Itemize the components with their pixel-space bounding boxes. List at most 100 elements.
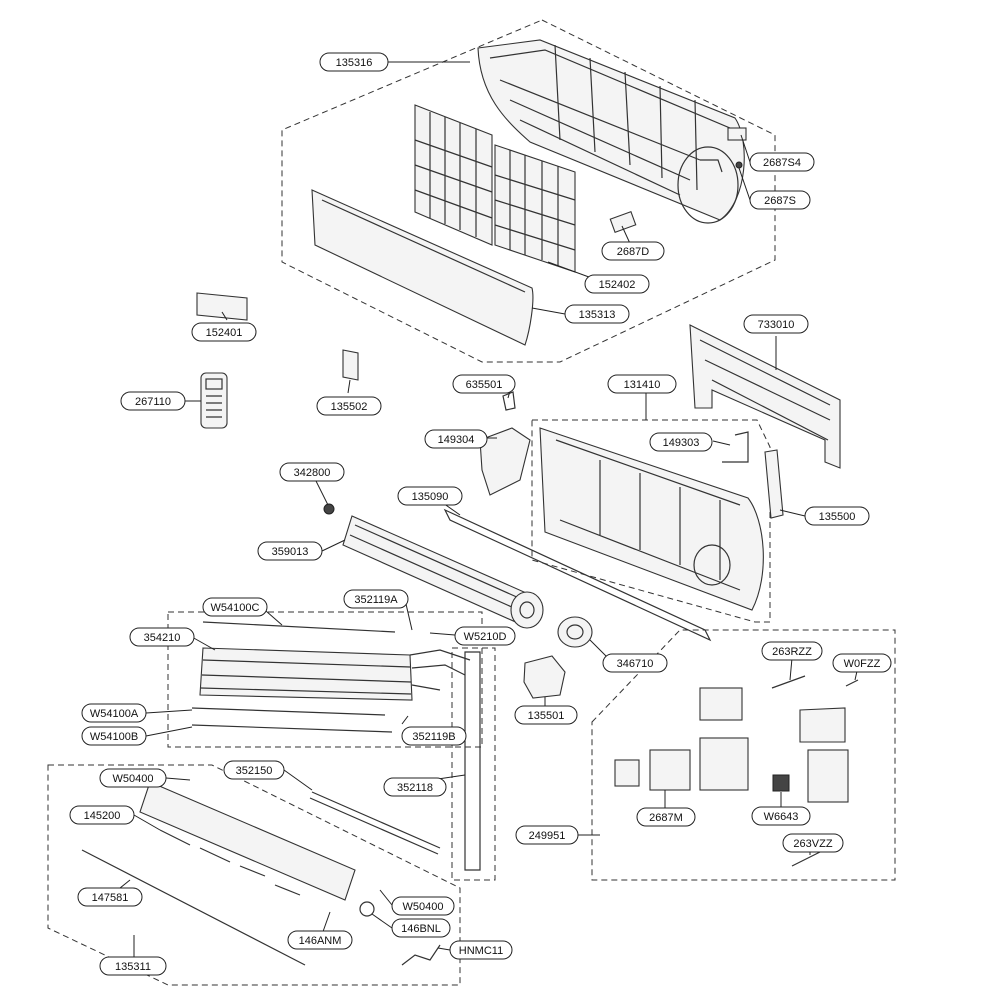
motor-cover-135501-drawing [523,655,566,699]
part-label-W54100C: W54100C [202,597,268,617]
part-label-W50400-upper: W50400 [99,768,167,788]
part-number-text: W54100C [211,602,260,614]
part-number-text: 135090 [412,491,449,503]
pipe-352150-drawing [309,791,441,855]
back-plate-drawing [689,324,841,469]
bar-W54100A-drawing [191,707,386,716]
part-label-W50400-lower: W50400 [391,896,455,916]
part-number-text: W5210D [464,631,507,643]
part-label-146ANM: 146ANM [287,930,353,950]
part-number-text: 135500 [819,511,856,523]
part-label-263RZZ: 263RZZ [761,641,823,661]
part-number-text: W6643 [764,811,799,823]
part-label-135090: 135090 [397,486,463,506]
cross-flow-fan-drawing [342,515,544,629]
part-number-text: 2687D [617,246,649,258]
part-label-249951: 249951 [515,825,579,845]
bearing-342800-drawing [323,503,335,515]
part-number-text: 131410 [624,379,661,391]
part-label-W6643: W6643 [751,806,811,826]
part-number-text: 249951 [529,830,566,842]
part-drawings [81,39,859,966]
part-label-145200: 145200 [69,805,135,825]
part-number-text: 135501 [528,710,565,722]
part-number-text: 2687S [764,195,796,207]
part-label-W54100A: W54100A [81,703,147,723]
part-number-text: 354210 [144,632,181,644]
side-piece-135500-drawing [764,449,784,519]
drain-pan-drawing [81,781,356,966]
part-number-text: 733010 [758,319,795,331]
part-number-text: W50400 [403,901,444,913]
part-label-352119A: 352119A [343,589,409,609]
part-149303-drawing [722,431,749,463]
part-label-635501: 635501 [452,374,516,394]
part-number-text: 149304 [438,434,475,446]
bracket-149304-drawing [479,427,531,496]
part-number-text: W54100A [90,708,139,720]
part-number-text: 135313 [579,309,616,321]
part-label-W54100B: W54100B [81,726,147,746]
front-grille-drawing [311,189,534,346]
part-label-131410: 131410 [607,374,677,394]
part-label-152402: 152402 [584,274,650,294]
part-number-text: 146BNL [401,923,441,935]
drain-bar-135090-drawing [443,508,712,642]
part-label-2687D: 2687D [601,241,665,261]
part-number-text: 352118 [397,782,433,794]
part-label-263VZZ: 263VZZ [782,833,844,853]
drain-group-outline [47,764,461,986]
fitting-146BNL-drawing [359,901,375,917]
bar-W54100C-drawing [202,621,396,633]
part-label-135502: 135502 [316,396,382,416]
part-label-135501: 135501 [514,705,578,725]
cabinet-drawing [477,39,747,224]
tube-352118-drawing [464,651,481,871]
remote-control-drawing [200,372,228,429]
bar-W54100B-drawing [191,724,393,733]
chassis-drawing [539,427,764,611]
part-number-text: 145200 [84,810,121,822]
control-box-group-outline [591,629,896,881]
evaporator-drawing [199,647,471,701]
control-box-drawing [614,675,859,867]
part-number-text: W54100B [90,731,138,743]
part-label-152401: 152401 [191,322,257,342]
part-number-text: 135311 [115,961,151,973]
part-label-135313: 135313 [564,304,630,324]
part-number-text: W50400 [113,773,154,785]
part-label-147581: 147581 [77,887,143,907]
part-number-text: 263VZZ [793,838,832,850]
part-label-146BNL: 146BNL [391,918,451,938]
pipe-group-outline [451,647,496,881]
part-number-text: 359013 [272,546,309,558]
part-number-text: W0FZZ [844,658,881,670]
part-number-text: 263RZZ [772,646,812,658]
part-label-352118: 352118 [383,777,447,797]
filter-drawing [414,104,576,273]
part-label-352119B: 352119B [401,726,467,746]
part-label-733010: 733010 [743,314,809,334]
part-number-text: 135502 [331,401,368,413]
hose-HNMC11-drawing [401,944,441,966]
part-label-352150: 352150 [223,760,285,780]
part-label-149303: 149303 [649,432,713,452]
part-label-135316: 135316 [319,52,389,72]
part-label-HNMC11: HNMC11 [449,940,513,960]
part-number-text: 2687M [649,812,683,824]
part-label-359013: 359013 [257,541,323,561]
part-number-text: 352119B [412,731,455,743]
part-label-2687M: 2687M [636,807,696,827]
fan-motor-drawing [557,616,593,648]
part-label-346710: 346710 [602,653,668,673]
filter-strip-drawing [196,292,248,321]
part-number-text: 152401 [206,327,243,339]
part-label-2687S4: 2687S4 [749,152,815,172]
part-number-text: 635501 [466,379,503,391]
part-number-text: 2687S4 [763,157,801,169]
part-label-354210: 354210 [129,627,195,647]
part-number-text: HNMC11 [459,945,503,957]
part-number-text: 352119A [354,594,398,606]
part-number-text: 152402 [599,279,636,291]
cover-135502-drawing [342,349,359,381]
